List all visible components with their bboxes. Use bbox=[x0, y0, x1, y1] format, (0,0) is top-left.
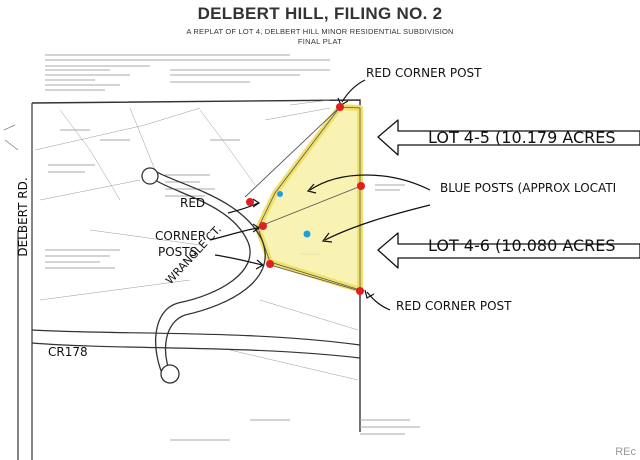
red-post-bottom bbox=[356, 287, 364, 295]
left-edge-marks bbox=[3, 124, 19, 151]
lot-45-label: LOT 4-5 (10.179 ACRES bbox=[428, 128, 616, 147]
lot-divider-upper bbox=[262, 185, 362, 226]
lot-45-arrow bbox=[377, 119, 640, 156]
interior-lot-lines bbox=[34, 99, 359, 381]
wrangle-ct-road-inner bbox=[154, 179, 251, 381]
cr178-road-south bbox=[31, 342, 361, 359]
cr178-label: CR178 bbox=[48, 345, 88, 359]
lot-divider-lower bbox=[269, 264, 361, 292]
red-corner-posts bbox=[246, 103, 365, 295]
red-corner-posts-label-1: RED bbox=[180, 196, 206, 210]
lot-46-arrow bbox=[377, 232, 640, 269]
lot-46-label: LOT 4-6 (10.080 ACRES bbox=[428, 236, 616, 255]
watermark: REc bbox=[615, 446, 636, 458]
plat-fine-print bbox=[45, 54, 420, 441]
red-corner-posts-label-3: POSTS bbox=[158, 245, 198, 259]
plat-subtitle-final: FINAL PLAT bbox=[297, 37, 343, 46]
red-post-left-2 bbox=[259, 222, 267, 230]
cul-de-sac-bottom bbox=[160, 364, 180, 384]
red-post-right bbox=[357, 182, 365, 190]
plat-title: DELBERT HILL, FILING NO. 2 bbox=[197, 4, 443, 23]
delbert-rd-label: DELBERT RD. bbox=[16, 177, 30, 257]
subdivision-boundary bbox=[31, 99, 361, 432]
lot-divider-diagonal bbox=[244, 106, 341, 198]
red-post-left-3 bbox=[266, 260, 274, 268]
callout-arrows bbox=[209, 79, 431, 311]
blue-posts-label: BLUE POSTS (APPROX LOCATI bbox=[440, 181, 617, 195]
cul-de-sac-top bbox=[141, 167, 159, 185]
wrangle-ct-road-outer bbox=[149, 167, 266, 379]
red-post-left-1 bbox=[246, 198, 254, 206]
red-corner-post-top-label: RED CORNER POST bbox=[366, 66, 482, 80]
red-post-top bbox=[336, 103, 344, 111]
red-corner-post-bottom-label: RED CORNER POST bbox=[396, 299, 512, 313]
blue-post-2 bbox=[303, 230, 311, 238]
cr178-road-north bbox=[31, 329, 361, 346]
plat-subtitle: A REPLAT OF LOT 4, DELBERT HILL MINOR RE… bbox=[186, 27, 454, 36]
blue-post-1 bbox=[277, 191, 283, 197]
red-corner-posts-label-2: CORNER bbox=[155, 229, 207, 243]
